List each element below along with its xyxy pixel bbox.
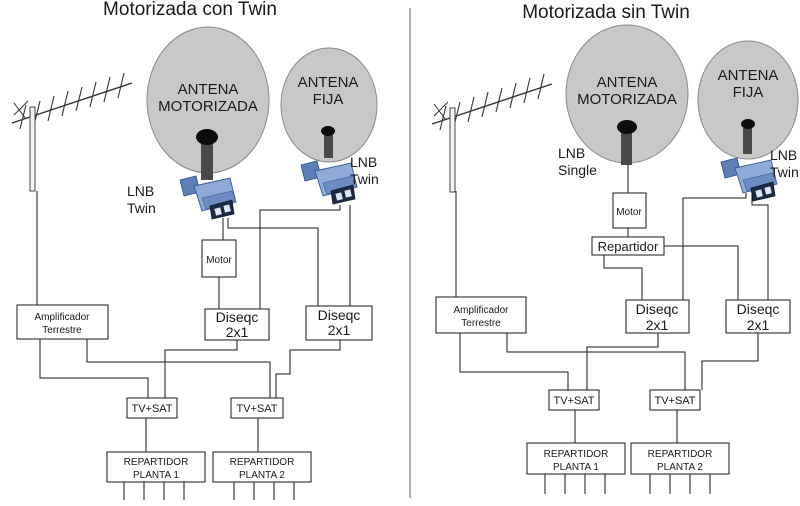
repartidor-planta-2-box: REPARTIDOR PLANTA 2 xyxy=(630,442,730,475)
repartidor-planta-1-box: REPARTIDOR PLANTA 1 xyxy=(526,442,626,475)
dish-motorizada-label-2: MOTORIZADA xyxy=(577,91,677,108)
diseqc-b-label-1: Diseqc xyxy=(737,301,780,317)
tvsat-box-a: TV+SAT xyxy=(548,389,600,411)
diseqc-a-label-2: 2x1 xyxy=(226,324,249,340)
tvsat-a-label: TV+SAT xyxy=(553,395,594,407)
diseqc-a-label-1: Diseqc xyxy=(636,301,679,317)
dish-motorizada-icon xyxy=(565,24,689,165)
left-title: Motorizada con Twin xyxy=(103,0,277,20)
repartidor-planta-2-box: REPARTIDOR PLANTA 2 xyxy=(212,451,312,483)
lnb-twin-fija-icon xyxy=(300,160,358,205)
tvsat-box-b: TV+SAT xyxy=(649,389,701,411)
lnb-twin-fija-icon xyxy=(720,157,778,202)
dish-fija-label-2: FIJA xyxy=(733,84,764,101)
tvsat-b-label: TV+SAT xyxy=(654,395,695,407)
dish-fija-icon xyxy=(697,40,799,160)
dish-motorizada-label-1: ANTENA xyxy=(597,74,658,91)
diseqc-b-label-2: 2x1 xyxy=(747,317,770,333)
lnb-fija-label-2: Twin xyxy=(350,171,379,187)
diseqc-box-b: Diseqc 2x1 xyxy=(725,299,791,334)
dish-fija-label-1: ANTENA xyxy=(718,67,779,84)
tvsat-a-label: TV+SAT xyxy=(131,403,172,415)
diseqc-box-a: Diseqc 2x1 xyxy=(625,299,690,334)
rep1-label-1: REPARTIDOR xyxy=(124,457,189,468)
amplificador-box: Amplificador Terrestre xyxy=(435,296,527,334)
left-wiring xyxy=(36,191,351,500)
motor-box: Motor xyxy=(201,239,237,278)
left-panel: Motorizada con Twin xyxy=(11,0,379,500)
diseqc-b-label-1: Diseqc xyxy=(318,307,361,323)
terrestrial-antenna-icon xyxy=(11,72,133,192)
rep2-label-2: PLANTA 2 xyxy=(657,462,703,473)
amp-label-2: Terrestre xyxy=(42,325,82,336)
lnb-single-label-2: Single xyxy=(558,162,597,178)
lnb-fija-label-2: Twin xyxy=(770,164,799,180)
diseqc-box-a: Diseqc 2x1 xyxy=(204,308,270,341)
lnb-fija-label-1: LNB xyxy=(770,147,797,163)
repartidor-label: Repartidor xyxy=(598,239,659,254)
repartidor-box: Repartidor xyxy=(591,236,665,256)
rep1-label-2: PLANTA 1 xyxy=(553,462,599,473)
lnb-motor-label-1: LNB xyxy=(127,183,154,199)
rep2-label-2: PLANTA 2 xyxy=(239,470,285,481)
rep1-label-2: PLANTA 1 xyxy=(133,470,179,481)
motor-box: Motor xyxy=(612,192,647,229)
dish-fija-icon xyxy=(280,47,378,163)
lnb-motor-label-2: Twin xyxy=(127,200,156,216)
lnb-single-label-1: LNB xyxy=(558,145,585,161)
rep2-label-1: REPARTIDOR xyxy=(648,449,713,460)
diseqc-a-label-2: 2x1 xyxy=(646,317,669,333)
motor-label: Motor xyxy=(206,255,232,266)
amp-label-1: Amplificador xyxy=(453,305,509,316)
lnb-fija-label-1: LNB xyxy=(350,154,377,170)
dish-motorizada-label-1: ANTENA xyxy=(178,81,239,98)
right-panel: Motorizada sin Twin xyxy=(431,2,799,494)
rep1-label-1: REPARTIDOR xyxy=(544,449,609,460)
tvsat-box-a: TV+SAT xyxy=(126,397,178,419)
dish-motorizada-label-2: MOTORIZADA xyxy=(158,98,258,115)
tvsat-b-label: TV+SAT xyxy=(236,403,277,415)
rep2-label-1: REPARTIDOR xyxy=(230,457,295,468)
dish-fija-label-1: ANTENA xyxy=(298,74,359,91)
dish-fija-label-2: FIJA xyxy=(313,91,344,108)
repartidor-planta-1-box: REPARTIDOR PLANTA 1 xyxy=(106,451,206,483)
dish-motorizada-icon xyxy=(146,26,270,180)
amplificador-box: Amplificador Terrestre xyxy=(16,304,109,340)
terrestrial-antenna-icon xyxy=(431,73,553,193)
amp-label-1: Amplificador xyxy=(34,312,90,323)
diseqc-box-b: Diseqc 2x1 xyxy=(305,305,373,341)
diseqc-b-label-2: 2x1 xyxy=(328,322,351,338)
diseqc-a-label-1: Diseqc xyxy=(216,309,259,325)
tvsat-box-b: TV+SAT xyxy=(230,397,284,419)
lnb-twin-motor-icon xyxy=(179,175,237,220)
right-title: Motorizada sin Twin xyxy=(522,2,690,23)
motor-label: Motor xyxy=(616,207,642,218)
right-wiring xyxy=(455,165,769,494)
amp-label-2: Terrestre xyxy=(461,318,501,329)
